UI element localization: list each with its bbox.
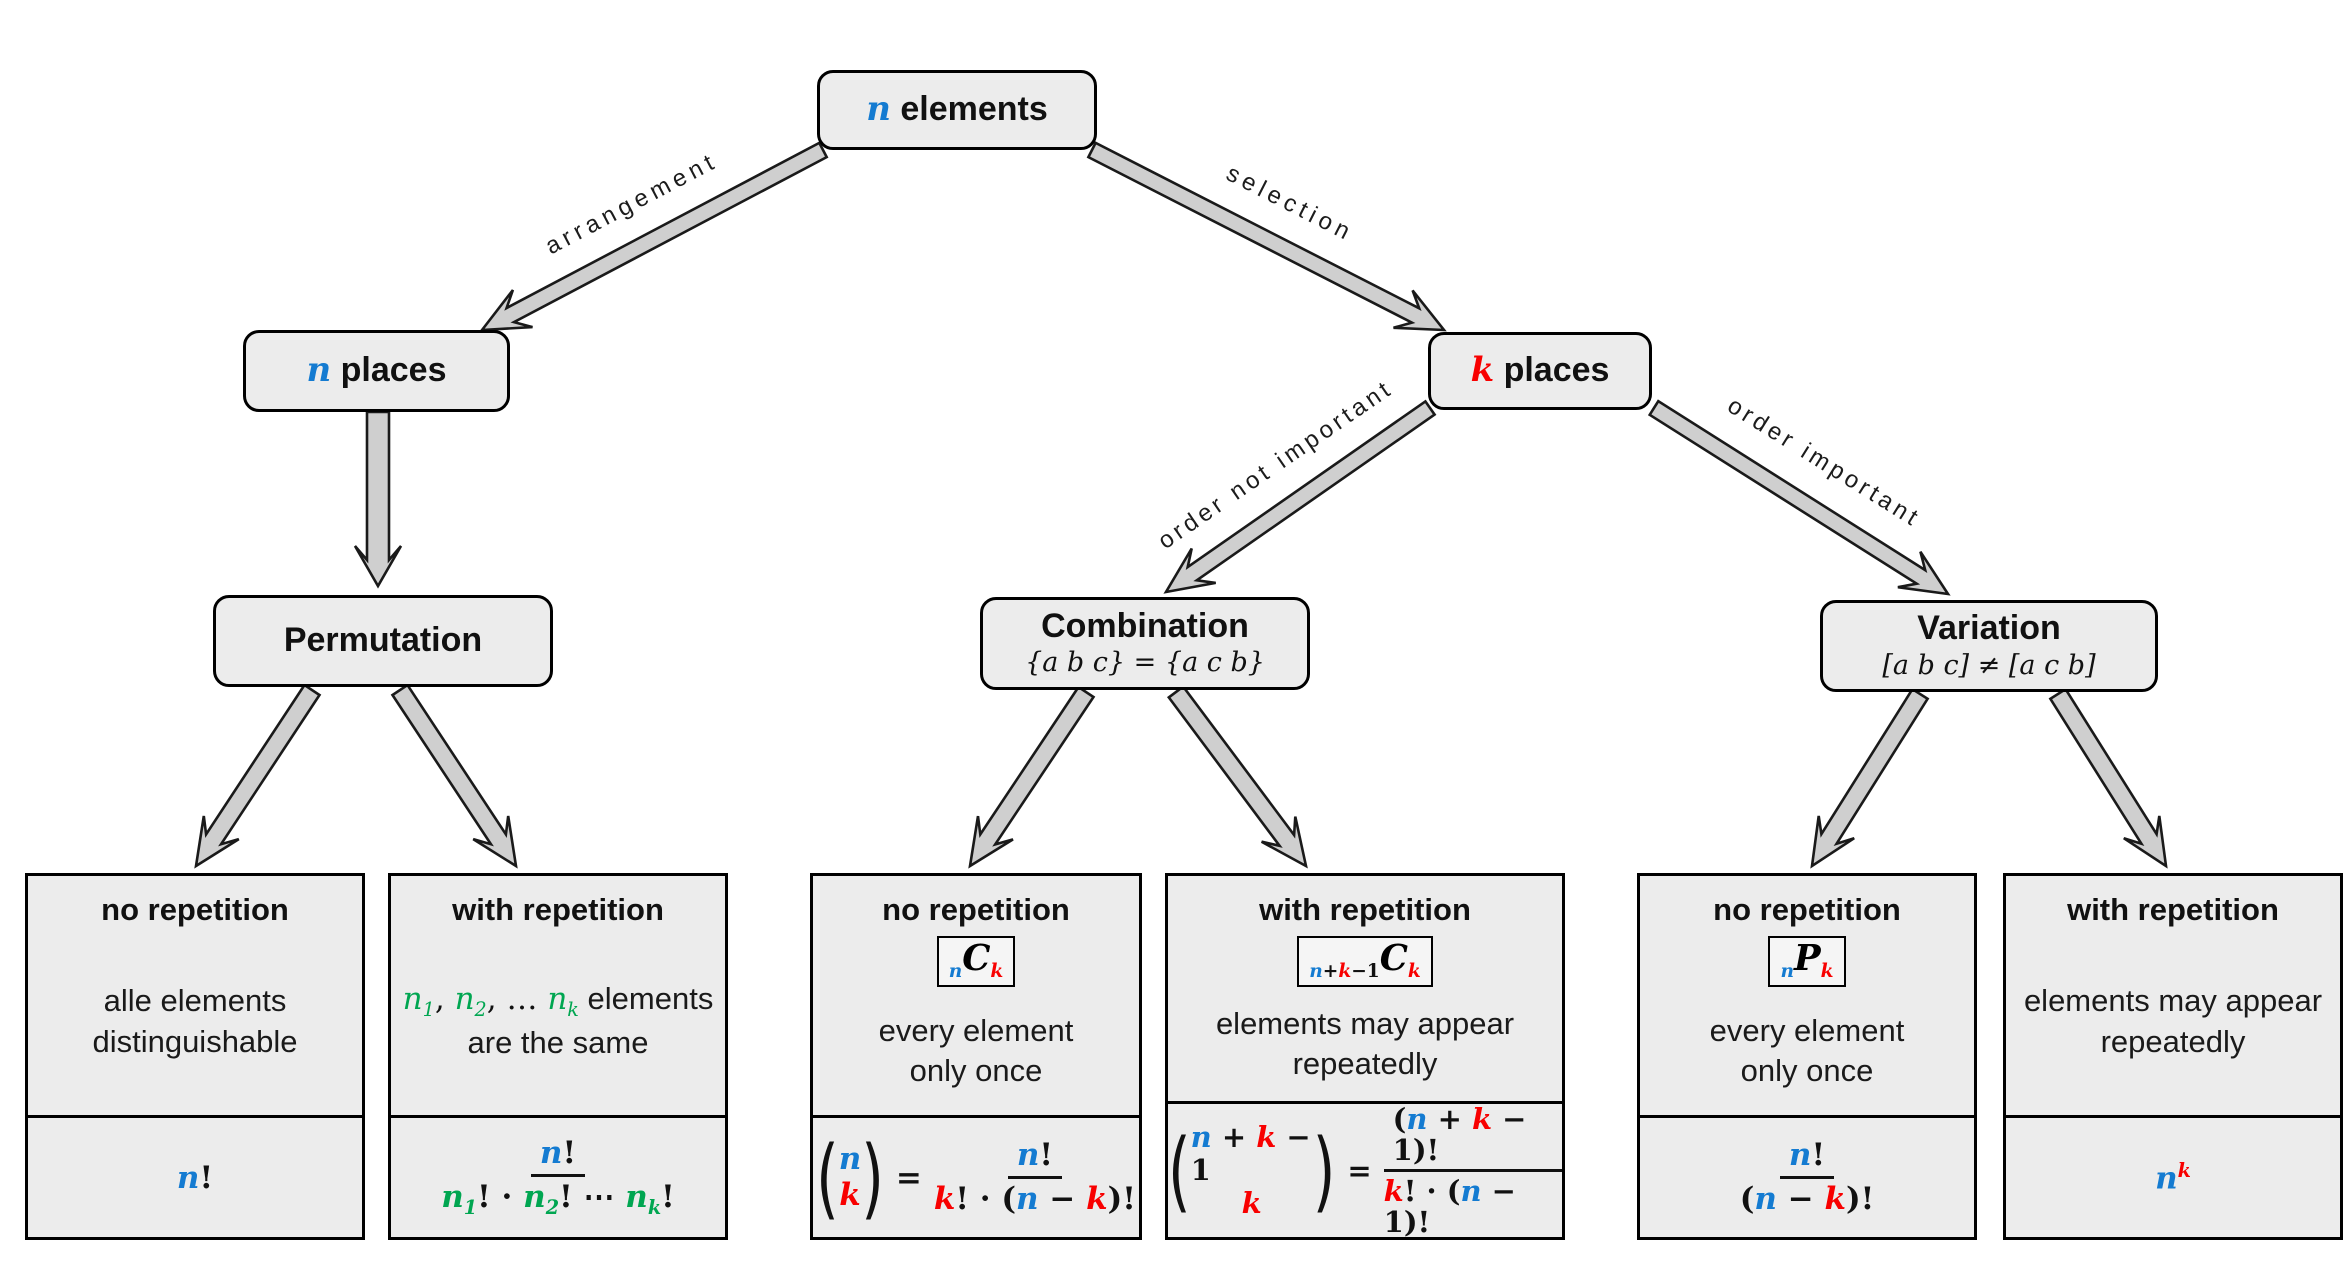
desc-line: elements may appear: [2023, 983, 2323, 1019]
desc-line: alle elements: [103, 983, 287, 1019]
leaf-combination-no-repetition: no repetition nCk every element only onc…: [810, 873, 1142, 1240]
desc-line: every element: [878, 1012, 1074, 1048]
fraction-denominator: k! · (n − 1)!: [1383, 1174, 1516, 1239]
leaf-description: n1, n2, … nk elements are the same: [403, 928, 714, 1115]
nPk-badge: nPk: [1768, 936, 1846, 988]
fraction-numerator: n!: [1779, 1139, 1835, 1179]
leaf-description: elements may appear repeatedly: [1216, 987, 1514, 1101]
leaf-top: no repetition alle elements distinguisha…: [28, 876, 362, 1118]
fraction-numerator: n!: [530, 1137, 586, 1177]
desc-line: n1, n2, … nk elements: [402, 981, 714, 1022]
leaf-top: no repetition nPk every element only onc…: [1640, 876, 1974, 1118]
node-n-elements-label: n elements: [866, 89, 1048, 130]
formula-n-power-k: nk: [2155, 1158, 2191, 1197]
left-paren: (: [816, 1126, 839, 1229]
node-combination-example: {a b c} = {a c b}: [1025, 647, 1265, 679]
binomial-bottom: k: [839, 1176, 861, 1213]
fraction-denominator: n1! · n2! ⋯ nk!: [441, 1178, 675, 1219]
leaf-title: with repetition: [452, 892, 664, 927]
leaf-formula: n! (n − k)!: [1640, 1118, 1974, 1237]
node-variation-example: [a b c] ≠ [a c b]: [1882, 649, 2096, 681]
arrow-n-places-to-permutation: [353, 410, 403, 589]
node-permutation-title: Permutation: [283, 621, 483, 660]
desc-line: elements may appear: [1215, 1006, 1515, 1042]
desc-line: repeatedly: [1292, 1046, 1438, 1082]
node-variation: Variation [a b c] ≠ [a c b]: [1820, 600, 2158, 692]
arrow-permutation-to-with-repetition: [390, 683, 518, 869]
leaf-top: with repetition elements may appear repe…: [2006, 876, 2340, 1118]
desc-line: repeatedly: [2100, 1023, 2246, 1059]
leaf-formula: ( n k ) = n! k! · (n − k)!: [813, 1118, 1139, 1237]
fraction: n! k! · (n − k)!: [934, 1139, 1136, 1215]
leaf-top: no repetition nCk every element only onc…: [813, 876, 1139, 1118]
node-combination: Combination {a b c} = {a c b}: [980, 597, 1310, 690]
leaf-formula: nk: [2006, 1118, 2340, 1237]
arrow-combination-to-with-repetition: [1166, 684, 1308, 869]
leaf-variation-with-repetition: with repetition elements may appear repe…: [2003, 873, 2343, 1240]
leaf-title: with repetition: [1259, 892, 1471, 927]
node-k-places: k places: [1428, 332, 1652, 410]
leaf-permutation-with-repetition: with repetition n1, n2, … nk elements ar…: [388, 873, 728, 1240]
leaf-title: with repetition: [2067, 892, 2279, 927]
arrow-combination-to-no-repetition: [968, 685, 1096, 869]
binomial-coefficient: ( n k ): [816, 1134, 884, 1221]
leaf-top: with repetition n+k−1Ck elements may app…: [1168, 876, 1562, 1105]
desc-line: distinguishable: [92, 1023, 298, 1059]
node-permutation: Permutation: [213, 595, 553, 687]
fraction-numerator: n!: [1007, 1139, 1062, 1179]
right-paren: ): [861, 1126, 884, 1229]
formula-n-factorial: n!: [176, 1159, 214, 1196]
node-variation-title: Variation: [1917, 609, 2061, 648]
binomial-bottom: k: [1241, 1186, 1262, 1221]
leaf-top: with repetition n1, n2, … nk elements ar…: [391, 876, 725, 1118]
leaf-formula: n! n1! · n2! ⋯ nk!: [391, 1118, 725, 1237]
arrow-root-to-k-places: [1086, 141, 1447, 332]
leaf-formula: n!: [28, 1118, 362, 1237]
leaf-title: no repetition: [882, 892, 1070, 927]
node-n-places-label: n places: [306, 350, 447, 391]
nCk-badge: nCk: [936, 936, 1016, 988]
binomial-top: n: [838, 1140, 862, 1177]
arrow-variation-to-with-repetition: [2048, 687, 2168, 869]
equals-sign: =: [895, 1159, 922, 1196]
left-paren: (: [1168, 1119, 1191, 1222]
leaf-variation-no-repetition: no repetition nPk every element only onc…: [1637, 873, 1977, 1240]
leaf-description: elements may appear repeatedly: [2024, 928, 2322, 1115]
fraction: n! n1! · n2! ⋯ nk!: [441, 1137, 675, 1218]
desc-line: only once: [1740, 1053, 1874, 1089]
n-plus-k-minus-1-Ck-badge: n+k−1Ck: [1297, 936, 1433, 988]
fraction-denominator: k! · (n − k)!: [933, 1181, 1136, 1217]
leaf-description: alle elements distinguishable: [92, 928, 297, 1115]
fraction-denominator: (n − k)!: [1739, 1181, 1875, 1217]
leaf-formula: ( n + k − 1 k ) = (n + k − 1)! k! · (n −…: [1168, 1104, 1562, 1237]
node-n-places: n places: [243, 330, 510, 412]
node-n-elements: n elements: [817, 70, 1097, 150]
leaf-combination-with-repetition: with repetition n+k−1Ck elements may app…: [1165, 873, 1565, 1240]
leaf-description: every element only once: [879, 987, 1074, 1115]
arrow-permutation-to-no-repetition: [194, 683, 322, 869]
node-k-places-label: k places: [1470, 350, 1610, 391]
node-combination-title: Combination: [1041, 606, 1249, 645]
equals-sign: =: [1347, 1153, 1372, 1188]
fraction: (n + k − 1)! k! · (n − 1)!: [1383, 1104, 1562, 1239]
binomial-top: n + k − 1: [1190, 1119, 1311, 1187]
leaf-title: no repetition: [1713, 892, 1901, 927]
arrow-k-places-to-combination: [1163, 399, 1437, 594]
binomial-coefficient: ( n + k − 1 k ): [1168, 1119, 1336, 1222]
arrow-root-to-n-places: [479, 141, 829, 332]
desc-line: only once: [909, 1053, 1043, 1089]
right-paren: ): [1312, 1119, 1336, 1222]
desc-line: every element: [1709, 1012, 1905, 1048]
fraction: n! (n − k)!: [1740, 1139, 1875, 1215]
arrow-k-places-to-variation: [1647, 399, 1951, 596]
leaf-description: every element only once: [1710, 987, 1905, 1115]
arrow-variation-to-no-repetition: [1810, 687, 1930, 869]
leaf-title: no repetition: [101, 892, 289, 927]
leaf-permutation-no-repetition: no repetition alle elements distinguisha…: [25, 873, 365, 1240]
desc-line: are the same: [467, 1025, 649, 1061]
fraction-numerator: (n + k − 1)!: [1383, 1104, 1562, 1173]
